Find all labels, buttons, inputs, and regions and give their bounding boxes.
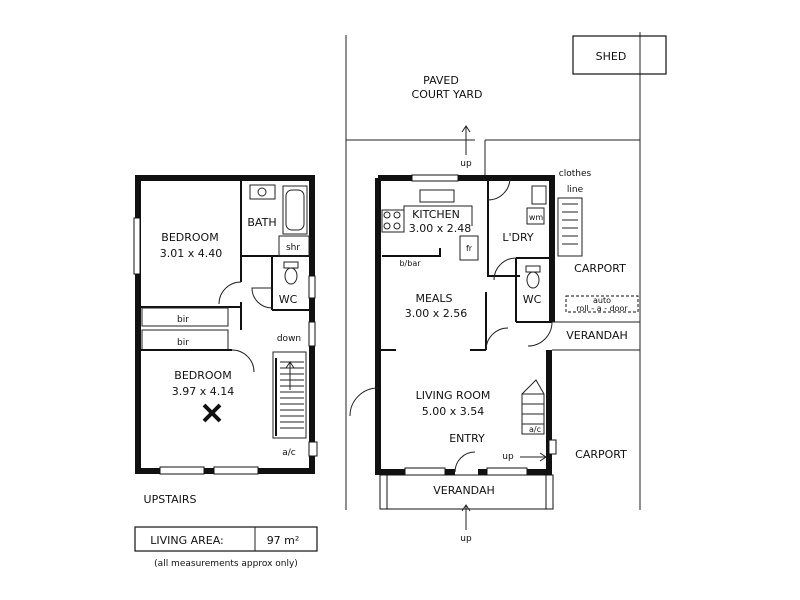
living-area-box: LIVING AREA: 97 m² [134, 526, 318, 552]
ground-stairs [521, 379, 545, 435]
wm-label: wm [529, 213, 544, 222]
living-area-value: 97 m² [267, 534, 300, 547]
paved-label-1: PAVED [423, 74, 459, 87]
living-window-2 [486, 467, 528, 476]
toilet-bowl-ground [526, 271, 540, 289]
clothes-line-steps [557, 197, 583, 257]
kitchen-sink [419, 189, 455, 203]
toilet-cistern-ground [525, 265, 541, 273]
bir-2-label: bir [177, 338, 189, 348]
kitchen-dims: 3.00 x 2.48 [409, 222, 472, 235]
ac-ground-label: a/c [529, 425, 541, 434]
paved-label-2: COURT YARD [412, 88, 483, 101]
bathtub-inner [285, 189, 305, 231]
shower [278, 235, 310, 257]
stair-treads [280, 361, 304, 429]
toilet-cistern-upstairs [283, 261, 299, 269]
basin [257, 187, 267, 197]
wc-door-swing [251, 287, 273, 309]
washing-machine [526, 207, 545, 225]
shed-label: SHED [596, 50, 627, 63]
upstairs-stair-well [272, 351, 307, 439]
living-area-label: LIVING AREA: [150, 534, 224, 547]
kitchen-window [411, 174, 459, 182]
bath-label: BATH [247, 216, 276, 229]
up-arrow-entry [520, 452, 547, 462]
side-door-swing [349, 387, 379, 417]
bedroom1-name: BEDROOM [161, 231, 218, 244]
laundry-door-swing [487, 177, 511, 201]
bedroom2-window-2 [213, 466, 259, 475]
shed-box [572, 35, 667, 75]
wc-window [308, 275, 316, 299]
ac-upstairs-label: a/c [282, 448, 296, 458]
auto-label: auto [593, 296, 611, 305]
fridge-label: fr [466, 244, 473, 253]
roll-a-door [565, 295, 639, 313]
bedroom1-dims: 3.01 x 4.40 [160, 247, 223, 260]
bedroom2-window-1 [159, 466, 205, 475]
up-bottom-label: up [460, 534, 472, 544]
bbar-label: b/bar [399, 259, 421, 268]
meals-name: MEALS [415, 292, 452, 305]
bedroom1-window [133, 217, 141, 275]
cooktop-burners [383, 211, 401, 230]
landing-window [308, 321, 316, 347]
verandah-door-swing [527, 321, 553, 347]
bir-1-label: bir [177, 315, 189, 325]
wc-ground-label: WC [523, 293, 542, 306]
bedroom2-name: BEDROOM [174, 369, 231, 382]
upstairs-label: UPSTAIRS [144, 493, 197, 506]
bedroom1-door-swing [218, 281, 242, 305]
down-label: down [277, 334, 301, 344]
disclaimer-text: (all measurements approx only) [154, 559, 298, 569]
ac-unit-ground [548, 439, 557, 455]
ldry-label: L'DRY [502, 231, 534, 244]
up-arrow-top [461, 125, 471, 155]
up-top-label: up [460, 159, 472, 169]
laundry-tub [531, 185, 547, 205]
carport-bottom-label: CARPORT [575, 448, 627, 461]
meals-dims: 3.00 x 2.56 [405, 307, 468, 320]
bedroom2-dims: 3.97 x 4.14 [172, 385, 235, 398]
verandah-post-left [379, 474, 388, 510]
living-window-1 [404, 467, 446, 476]
bedroom2-door-swing [231, 349, 255, 373]
ground-floor-plan: SHED PAVED COURT YARD up [345, 32, 667, 544]
wc-upstairs-label: WC [279, 293, 298, 306]
roll-door-label: roll - a - door [576, 304, 628, 313]
clothes-label: clothes [559, 169, 592, 179]
shr-label: shr [286, 243, 300, 253]
kitchen-right-wall [487, 178, 520, 277]
carport-top-label: CARPORT [574, 262, 626, 275]
breakfast-bar [382, 248, 441, 257]
up-entry-label: up [502, 452, 514, 462]
up-arrow-bottom [461, 504, 471, 530]
entry-door-swing [454, 451, 476, 473]
upstairs-plan: BATH shr BEDROOM 3.01 x 4.40 WC bir bir … [133, 175, 318, 506]
vanity [249, 184, 276, 200]
laundry-inner-door [493, 257, 517, 281]
fridge [459, 235, 479, 261]
bathtub [282, 185, 308, 235]
line-label: line [567, 185, 584, 195]
verandah-post-right [545, 474, 554, 510]
laundry-wall [488, 175, 555, 322]
ceiling-fan-icon [202, 403, 222, 423]
bir-1-box [141, 307, 229, 327]
kitchen-bench [403, 205, 473, 232]
kitchen-name: KITCHEN [412, 208, 460, 221]
verandah-front-label: VERANDAH [433, 484, 495, 497]
ac-unit-upstairs [308, 441, 318, 457]
verandah-side-label: VERANDAH [566, 329, 628, 342]
entry-label: ENTRY [449, 432, 485, 445]
meals-door-swing [485, 327, 509, 351]
living-room-dims: 5.00 x 3.54 [422, 405, 485, 418]
toilet-bowl-upstairs [284, 267, 298, 285]
living-room-name: LIVING ROOM [416, 389, 491, 402]
stair-arrow [285, 361, 295, 390]
